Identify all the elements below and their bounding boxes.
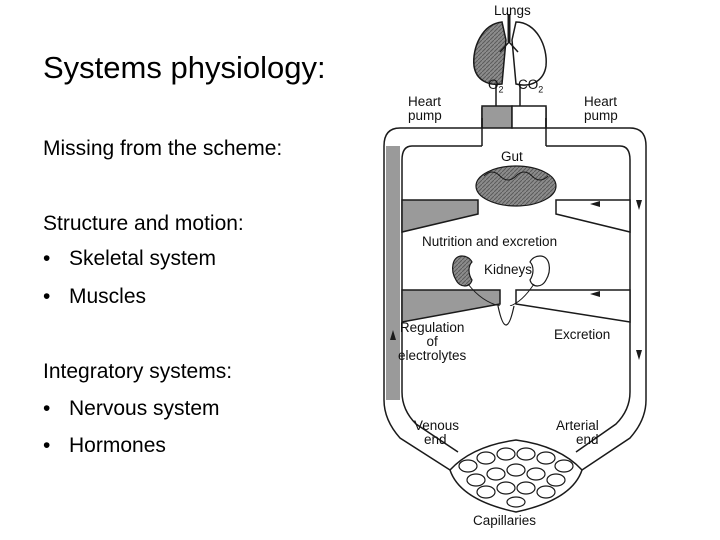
bladder-icon	[497, 305, 515, 326]
systemic-circuit	[383, 118, 647, 471]
gut-label: Gut	[501, 149, 523, 164]
nutrition-label: Nutrition and excretion	[422, 234, 558, 249]
missing-heading: Missing from the scheme:	[43, 137, 283, 160]
circulation-diagram: Lungs O2 CO2 Heart pump Heart pump Gut N…	[370, 0, 720, 540]
capillary-bed	[449, 439, 583, 513]
co2-text: CO	[518, 77, 539, 92]
heart-pump-right-line2: pump	[584, 108, 618, 123]
bullet-icon: •	[43, 434, 51, 457]
bullet-icon: •	[43, 397, 51, 420]
integratory-item-nervous: • Nervous system	[43, 397, 220, 421]
integratory-heading: Integratory systems:	[43, 360, 233, 383]
venous-line1: Venous	[414, 418, 460, 433]
heart-pump-left-line2: pump	[408, 108, 442, 123]
arterial-line1: Arterial	[556, 418, 599, 433]
kidney-right-icon	[529, 255, 550, 287]
gut-branch	[401, 165, 631, 233]
regulation-line3: electrolytes	[398, 348, 467, 363]
kidney-branch	[401, 255, 631, 326]
kidney-left-icon	[452, 255, 473, 287]
bullet-icon: •	[43, 247, 51, 270]
structure-item-skeletal: • Skeletal system	[43, 247, 216, 271]
o2-text: O	[488, 77, 499, 92]
co2-label: CO2	[518, 78, 543, 97]
arterial-end-label: Arterial end	[556, 419, 599, 447]
pulmonary-vessels	[481, 84, 547, 129]
slide-title: Systems physiology:	[43, 50, 326, 85]
structure-item-label: Skeletal system	[69, 247, 217, 270]
arterial-line2: end	[576, 432, 599, 447]
venous-end-label: Venous end	[414, 419, 459, 447]
o2-subscript: 2	[498, 84, 504, 95]
slide-text-panel: Systems physiology: Missing from the sch…	[43, 50, 326, 458]
structure-item-muscles: • Muscles	[43, 285, 146, 309]
lungs-icon	[473, 14, 547, 86]
o2-label: O2	[488, 78, 504, 97]
integratory-item-label: Hormones	[69, 434, 166, 457]
excretion-label: Excretion	[554, 327, 611, 342]
kidneys-label: Kidneys	[484, 262, 533, 277]
integratory-item-hormones: • Hormones	[43, 434, 166, 458]
heart-pump-right-line1: Heart	[584, 94, 618, 109]
circulation-svg	[383, 14, 647, 513]
capillaries-label: Capillaries	[473, 513, 537, 528]
regulation-line2: of	[426, 334, 438, 349]
heart-pump-left-line1: Heart	[408, 94, 442, 109]
bullet-icon: •	[43, 285, 51, 308]
co2-subscript: 2	[538, 84, 544, 95]
heart-pump-right-label: Heart pump	[584, 95, 618, 123]
heart-pump-left-label: Heart pump	[408, 95, 442, 123]
flow-arrows	[390, 200, 642, 360]
structure-heading: Structure and motion:	[43, 212, 244, 235]
venous-line2: end	[424, 432, 447, 447]
structure-item-label: Muscles	[69, 285, 147, 308]
lungs-label: Lungs	[494, 3, 531, 18]
integratory-item-label: Nervous system	[69, 397, 220, 420]
regulation-label: Regulation of electrolytes	[398, 321, 466, 363]
regulation-line1: Regulation	[399, 320, 465, 335]
